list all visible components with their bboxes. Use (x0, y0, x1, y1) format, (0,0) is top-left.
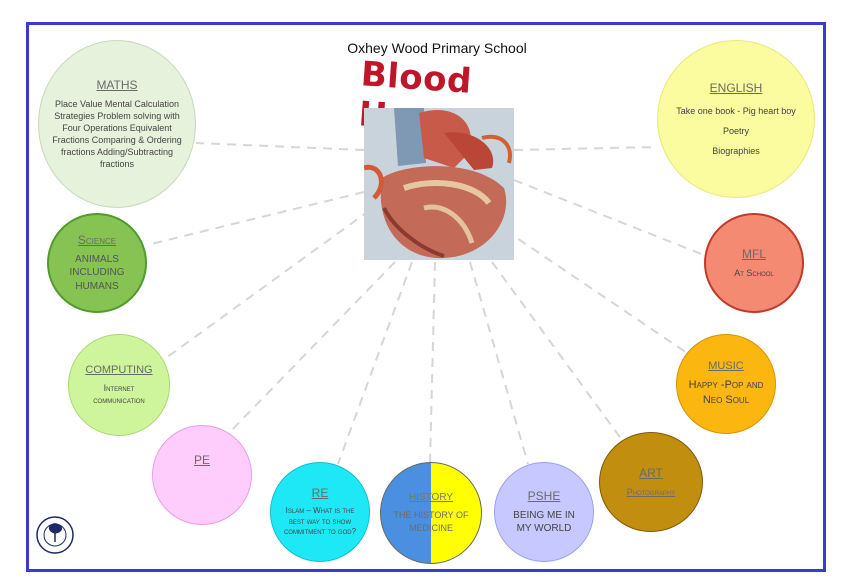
science-title: Science (77, 232, 117, 247)
connector-computing (165, 209, 371, 359)
mfl-bubble: MFL At School (704, 213, 804, 313)
maths-bubble: MATHS Place Value Mental Calculation Str… (38, 40, 196, 208)
history-title: HISTORY (408, 492, 454, 504)
pshe-title: PSHE (527, 488, 561, 503)
re-body: Islam – What is the best way to show com… (283, 505, 357, 537)
mfl-title: MFL (742, 246, 766, 261)
connector-music (504, 229, 691, 356)
mfl-body: At School (734, 267, 774, 278)
pe-title: PE (193, 453, 210, 467)
re-bubble: RE Islam – What is the best way to show … (270, 462, 370, 562)
music-bubble: MUSIC Happy -Pop and Neo Soul (676, 334, 776, 434)
school-name: Oxhey Wood Primary School (347, 40, 527, 56)
english-line3: Biographies (712, 146, 760, 157)
english-line1: Take one book - Pig heart boy (676, 105, 796, 116)
connector-re (337, 261, 413, 465)
connector-art (491, 261, 623, 441)
connector-science (146, 191, 365, 246)
english-title: ENGLISH (709, 80, 763, 95)
connector-english (513, 146, 658, 151)
art-title: ART (639, 465, 663, 480)
maths-title: MATHS (96, 77, 138, 92)
pe-bubble: PE (152, 425, 252, 525)
science-bubble: Science ANIMALS INCLUDING HUMANS (47, 213, 147, 313)
connector-mfl (513, 179, 705, 256)
computing-title: COMPUTING (85, 363, 153, 376)
art-body: Photography (626, 486, 676, 497)
page-border (26, 22, 826, 572)
connector-maths (195, 142, 365, 151)
maths-body: Place Value Mental Calculation Strategie… (52, 98, 182, 170)
pshe-body: BEING ME IN MY WORLD (513, 509, 575, 535)
connector-pshe (469, 261, 529, 465)
history-bubble: HISTORY THE HISTORY OF MEDICINE (380, 462, 482, 564)
school-logo (35, 515, 75, 555)
connector-pe (229, 261, 396, 433)
computing-body: Internet communication (93, 382, 145, 405)
heart-photo (364, 108, 514, 260)
science-body: ANIMALS INCLUDING HUMANS (69, 253, 125, 292)
history-body: THE HISTORY OF MEDICINE (393, 510, 469, 533)
english-line2: Poetry (722, 125, 749, 136)
music-body: Happy -Pop and Neo Soul (688, 379, 764, 406)
pshe-bubble: PSHE BEING ME IN MY WORLD (494, 462, 594, 562)
re-title: RE (311, 485, 329, 500)
english-bubble: ENGLISH Take one book - Pig heart boy Po… (657, 40, 815, 198)
computing-bubble: COMPUTING Internet communication (68, 334, 170, 436)
connector-history (429, 261, 436, 463)
music-title: MUSIC (708, 360, 744, 373)
art-bubble: ART Photography (599, 432, 703, 532)
